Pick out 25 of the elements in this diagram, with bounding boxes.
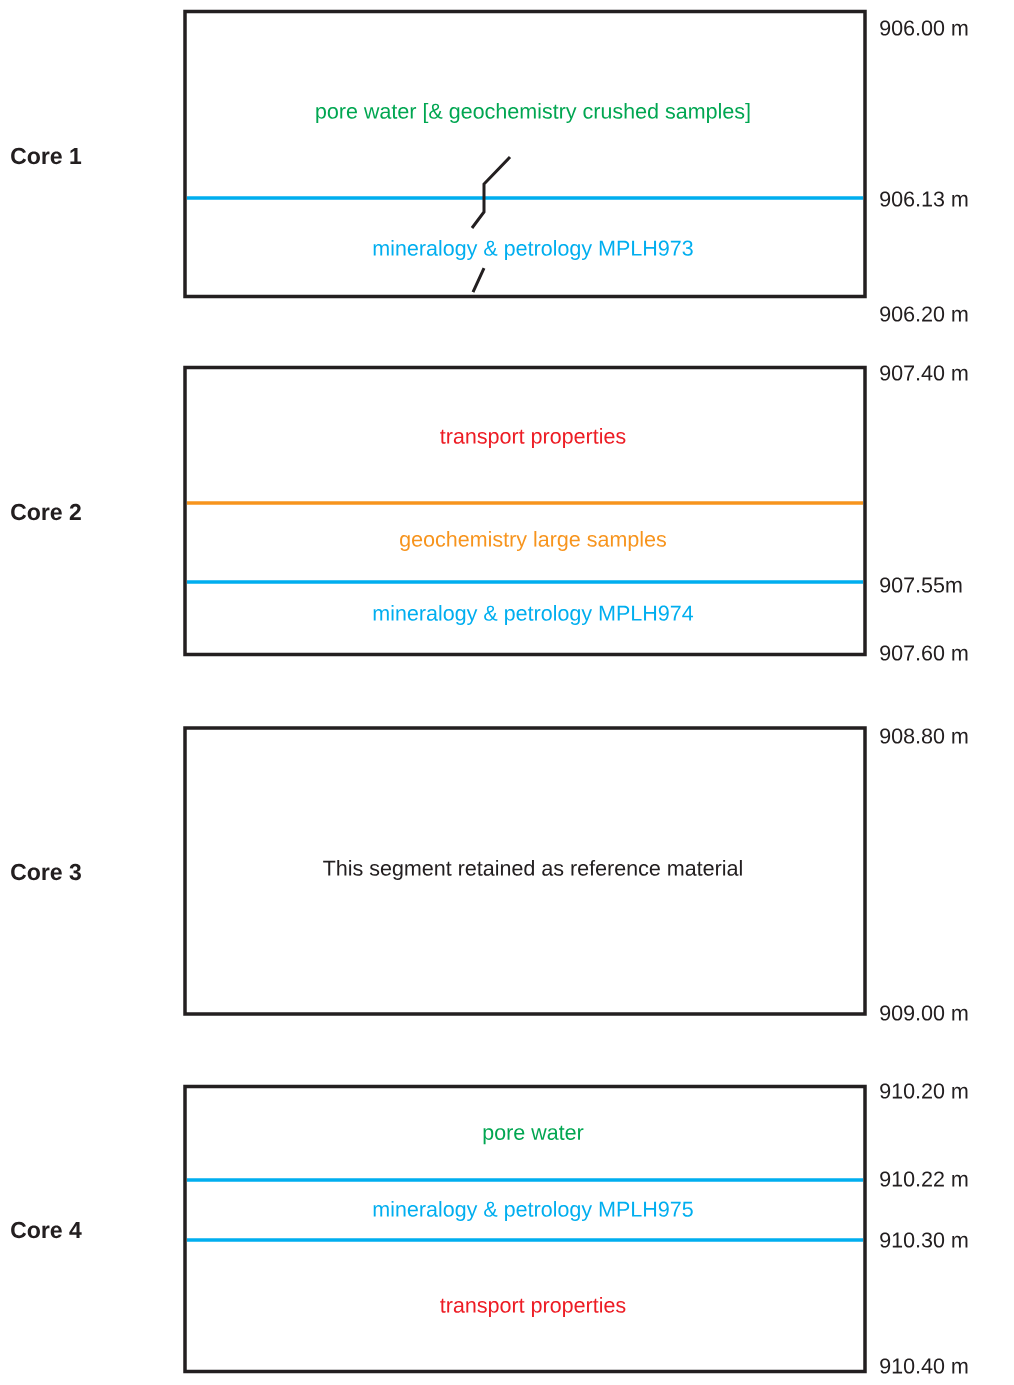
depth-label: 910.40 m [880,1358,968,1374]
depth-label: 909.00 m [880,1005,968,1021]
sample-label: geochemistry large samples [400,531,666,552]
depth-label: 908.80 m [880,728,968,744]
depth-label: 910.22 m [880,1171,968,1187]
sample-label: transport properties [440,1297,626,1318]
core-label: Core 2 [11,503,81,521]
core-label: Core 3 [11,863,81,881]
depth-label: 907.60 m [880,645,968,661]
sample-label: mineralogy & petrology MPLH973 [373,240,693,261]
sample-label: pore water [483,1125,584,1145]
depth-label: 906.20 m [880,306,968,322]
sample-label: mineralogy & petrology MPLH975 [373,1201,693,1222]
sample-label: mineralogy & petrology MPLH974 [373,605,694,626]
depth-label: 910.20 m [880,1083,968,1099]
core-label: Core 1 [11,147,82,165]
depth-label: 910.30 m [880,1232,968,1248]
sample-label: pore water [& geochemistry crushed samples] [316,103,750,124]
depth-label: 907.55m [880,577,962,593]
core-label: Core 4 [11,1221,82,1239]
depth-label: 906.13 m [880,191,968,207]
depth-label: 907.40 m [880,365,968,381]
sample-label: transport properties [440,428,626,449]
sample-label: This segment retained as reference material [323,860,742,881]
depth-label: 906.00 m [880,20,968,36]
